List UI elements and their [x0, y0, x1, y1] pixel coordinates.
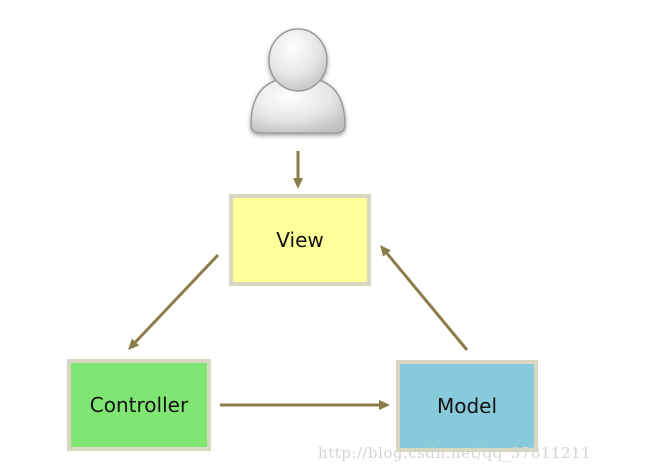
view-box: View — [229, 194, 371, 286]
arrowhead-controller-to-model — [379, 400, 390, 410]
model-label: Model — [436, 394, 498, 418]
avatar-head — [268, 28, 328, 92]
watermark: http://blog.csdn.net/qq_37811211 — [318, 444, 592, 462]
arrows-layer — [128, 151, 469, 410]
arrow-view-to-controller — [134, 253, 220, 344]
arrowhead-view-to-controller — [128, 338, 140, 350]
controller-box: Controller — [67, 359, 211, 451]
arrowhead-user-to-view — [293, 178, 303, 189]
arrow-model-to-view — [385, 252, 469, 351]
controller-label: Controller — [89, 393, 189, 417]
user-avatar-icon — [250, 28, 346, 134]
avatar-body — [250, 79, 346, 134]
model-box: Model — [396, 360, 538, 452]
arrowhead-model-to-view — [380, 245, 391, 257]
view-label: View — [276, 228, 324, 252]
